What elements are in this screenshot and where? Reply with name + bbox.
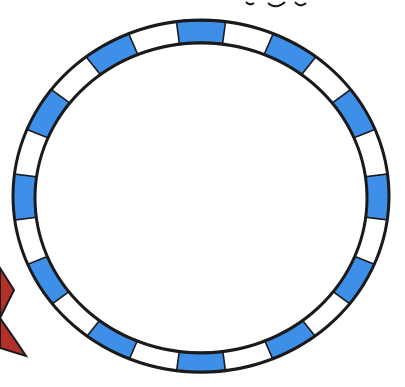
ring-segment-blue: [366, 174, 389, 220]
ring-segment-blue: [13, 174, 36, 220]
red-star-partial-icon: [0, 268, 26, 356]
ring-inner-outline: [35, 43, 367, 353]
ring-segment-blue: [177, 21, 226, 43]
top-scribble-icon: [246, 2, 306, 6]
